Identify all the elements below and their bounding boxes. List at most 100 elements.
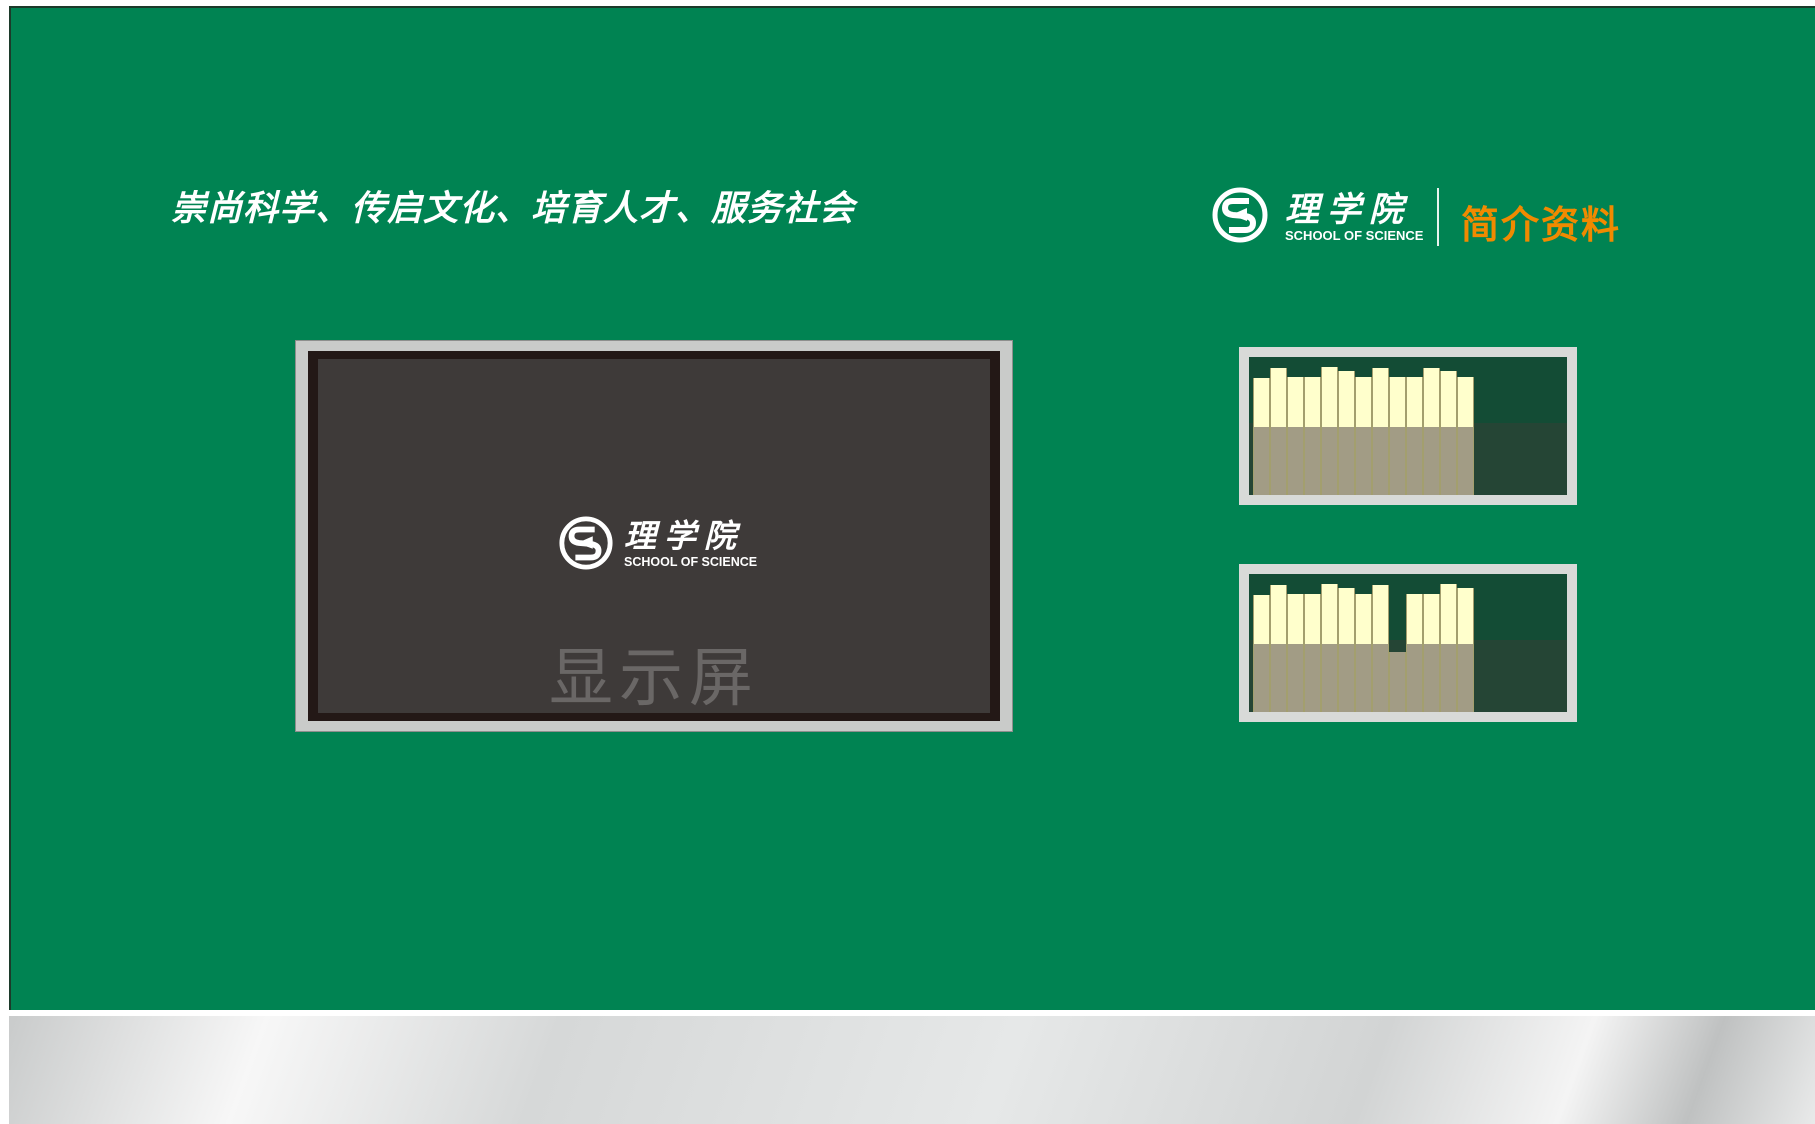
book [1355, 594, 1372, 712]
book [1372, 585, 1389, 712]
book-spine [1441, 584, 1456, 644]
book-spine [1424, 368, 1439, 427]
screen-logo-en: SCHOOL OF SCIENCE [624, 555, 758, 569]
bookshelf-top [1239, 347, 1577, 505]
book-spine [1322, 367, 1337, 427]
book-base [1356, 644, 1371, 712]
floor-strip [9, 1016, 1815, 1124]
book-base [1288, 427, 1303, 495]
screen-label: 显示屏 [549, 642, 759, 716]
book-spine [1390, 377, 1405, 427]
book [1304, 594, 1321, 712]
brand-subtitle: 简介资料 [1461, 202, 1622, 247]
book-base [1390, 427, 1405, 495]
book-spine [1339, 371, 1354, 427]
shelf-interior [1249, 357, 1567, 495]
book-spine [1271, 585, 1286, 644]
book-base [1424, 644, 1439, 712]
book-base [1339, 644, 1354, 712]
book-spine [1458, 377, 1473, 427]
book-base [1390, 652, 1405, 712]
book [1406, 594, 1423, 712]
shelf-books [1253, 574, 1567, 712]
book-base [1424, 427, 1439, 495]
book [1253, 595, 1270, 712]
book [1321, 584, 1338, 712]
book-base [1288, 644, 1303, 712]
bookshelf-bottom [1239, 564, 1577, 722]
display-board: 崇尚科学、传启文化、培育人才、服务社会 理学院 SCHOOL OF SCIENC… [9, 6, 1815, 1010]
book-base [1373, 427, 1388, 495]
brand-name-cn: 理学院 [1285, 190, 1411, 230]
book [1253, 378, 1270, 495]
brand-divider [1437, 188, 1439, 246]
brand-header: 理学院 SCHOOL OF SCIENCE 简介资料 [1211, 184, 1631, 254]
book-base [1339, 427, 1354, 495]
brand-name-en: SCHOOL OF SCIENCE [1285, 228, 1424, 243]
book-base [1373, 644, 1388, 712]
s-circle-logo-icon [559, 516, 613, 570]
book [1287, 594, 1304, 712]
book-spine [1356, 377, 1371, 427]
book [1457, 588, 1474, 712]
book-base [1356, 427, 1371, 495]
book-spine [1339, 588, 1354, 644]
book-base [1322, 644, 1337, 712]
book [1440, 584, 1457, 712]
book-base [1271, 644, 1286, 712]
book-spine [1271, 368, 1286, 427]
screen-bezel: 理学院 SCHOOL OF SCIENCE 显示屏 [308, 351, 1000, 721]
book [1389, 377, 1406, 495]
book-spine [1288, 377, 1303, 427]
book-spine [1288, 594, 1303, 644]
slogan-text: 崇尚科学、传启文化、培育人才、服务社会 [171, 188, 856, 229]
book [1389, 652, 1406, 712]
book-base [1441, 427, 1456, 495]
book-base [1458, 644, 1473, 712]
book [1423, 594, 1440, 712]
book-spine [1407, 594, 1422, 644]
book-spine [1356, 594, 1371, 644]
book [1338, 371, 1355, 495]
book-spine [1254, 378, 1269, 427]
book-base [1407, 644, 1422, 712]
book [1338, 588, 1355, 712]
book [1406, 377, 1423, 495]
book [1440, 371, 1457, 495]
book [1270, 368, 1287, 495]
s-circle-logo-icon [1212, 187, 1268, 243]
book-base [1254, 427, 1269, 495]
book-base [1322, 427, 1337, 495]
book-spine [1322, 584, 1337, 644]
display-screen: 理学院 SCHOOL OF SCIENCE 显示屏 [295, 340, 1013, 732]
screen-logo-cn: 理学院 [624, 517, 745, 555]
book [1457, 377, 1474, 495]
book-spine [1441, 371, 1456, 427]
screen-panel: 理学院 SCHOOL OF SCIENCE 显示屏 [318, 359, 990, 716]
book-spine [1373, 368, 1388, 427]
book-spine [1458, 588, 1473, 644]
book [1372, 368, 1389, 495]
screen-logo: 理学院 SCHOOL OF SCIENCE [558, 511, 788, 571]
book [1270, 585, 1287, 712]
book-spine [1305, 594, 1320, 644]
book-base [1254, 644, 1269, 712]
book-base [1441, 644, 1456, 712]
book-spine [1305, 377, 1320, 427]
shelf-interior [1249, 574, 1567, 712]
book-base [1407, 427, 1422, 495]
book [1423, 368, 1440, 495]
book [1321, 367, 1338, 495]
book-spine [1373, 585, 1388, 644]
book-spine [1407, 377, 1422, 427]
book-base [1271, 427, 1286, 495]
book-base [1305, 427, 1320, 495]
book-base [1305, 644, 1320, 712]
book-spine [1424, 594, 1439, 644]
book [1355, 377, 1372, 495]
book [1287, 377, 1304, 495]
book-spine [1254, 595, 1269, 644]
book [1304, 377, 1321, 495]
book-base [1458, 427, 1473, 495]
shelf-books [1253, 357, 1567, 495]
